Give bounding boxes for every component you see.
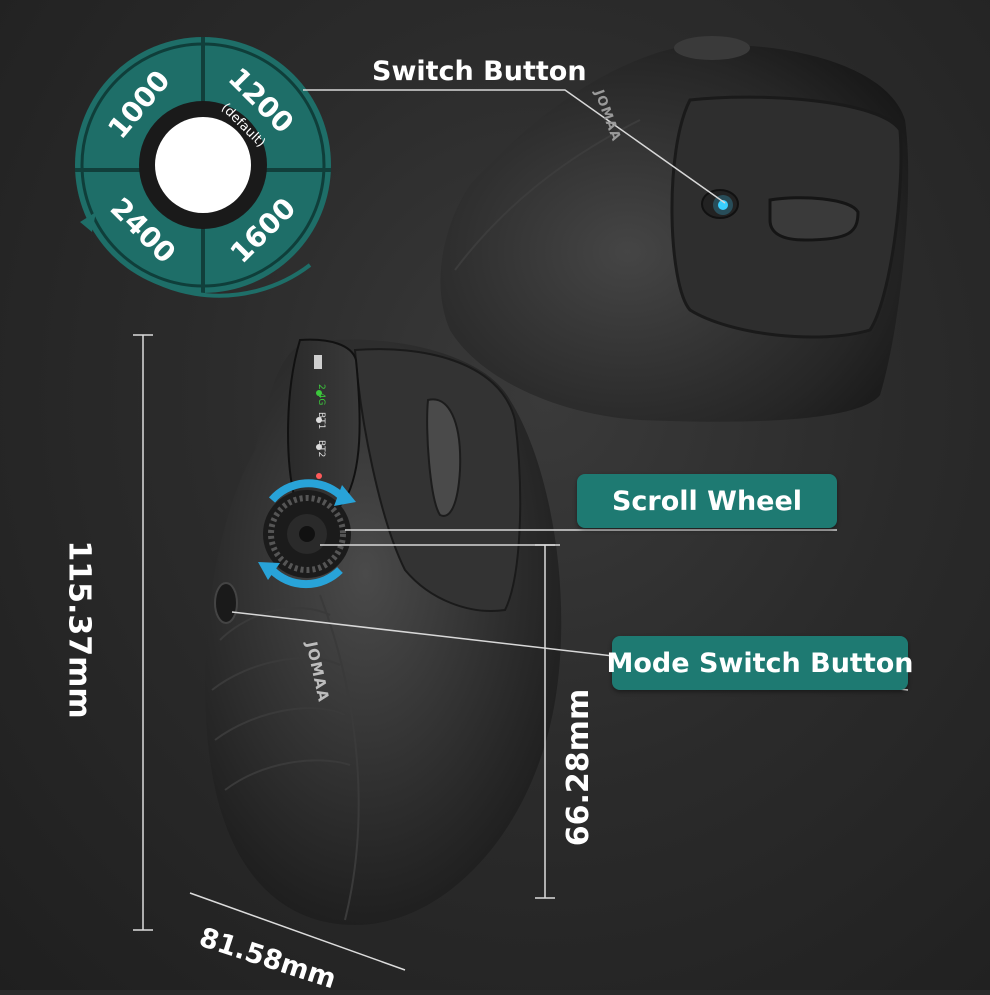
scroll-wheel-graphic xyxy=(258,479,356,589)
callout-mode-switch-button: Mode Switch Button xyxy=(606,636,914,690)
dimension-lines xyxy=(133,334,555,971)
mouse-top-view xyxy=(205,338,562,925)
mouse-angled-view xyxy=(440,36,909,422)
callout-switch-button: Switch Button xyxy=(372,56,587,87)
indicator-label-24g: 2.4G xyxy=(316,384,326,406)
callout-scroll-wheel: Scroll Wheel xyxy=(577,474,837,528)
dimension-depth: 66.28mm xyxy=(561,688,597,847)
indicator-label-bt2: BT2 xyxy=(316,440,326,458)
dpi-dial xyxy=(75,37,331,298)
switch-button-graphic xyxy=(701,189,739,219)
indicator-label-bt1: BT1 xyxy=(316,412,326,430)
dimension-height: 115.37mm xyxy=(61,540,97,719)
